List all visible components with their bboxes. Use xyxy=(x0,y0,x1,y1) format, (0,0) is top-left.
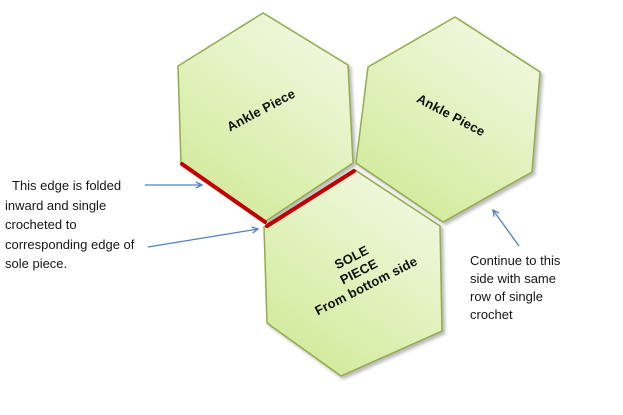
folded-edge-highlight-ankle xyxy=(180,162,267,224)
fold-note-arrow-lower xyxy=(147,226,260,248)
ankle-piece-right-hexagon xyxy=(355,16,541,223)
sole-piece-hexagon xyxy=(263,169,443,377)
continue-note-arrow xyxy=(492,208,520,247)
folded-edge-highlight-sole xyxy=(265,169,356,228)
